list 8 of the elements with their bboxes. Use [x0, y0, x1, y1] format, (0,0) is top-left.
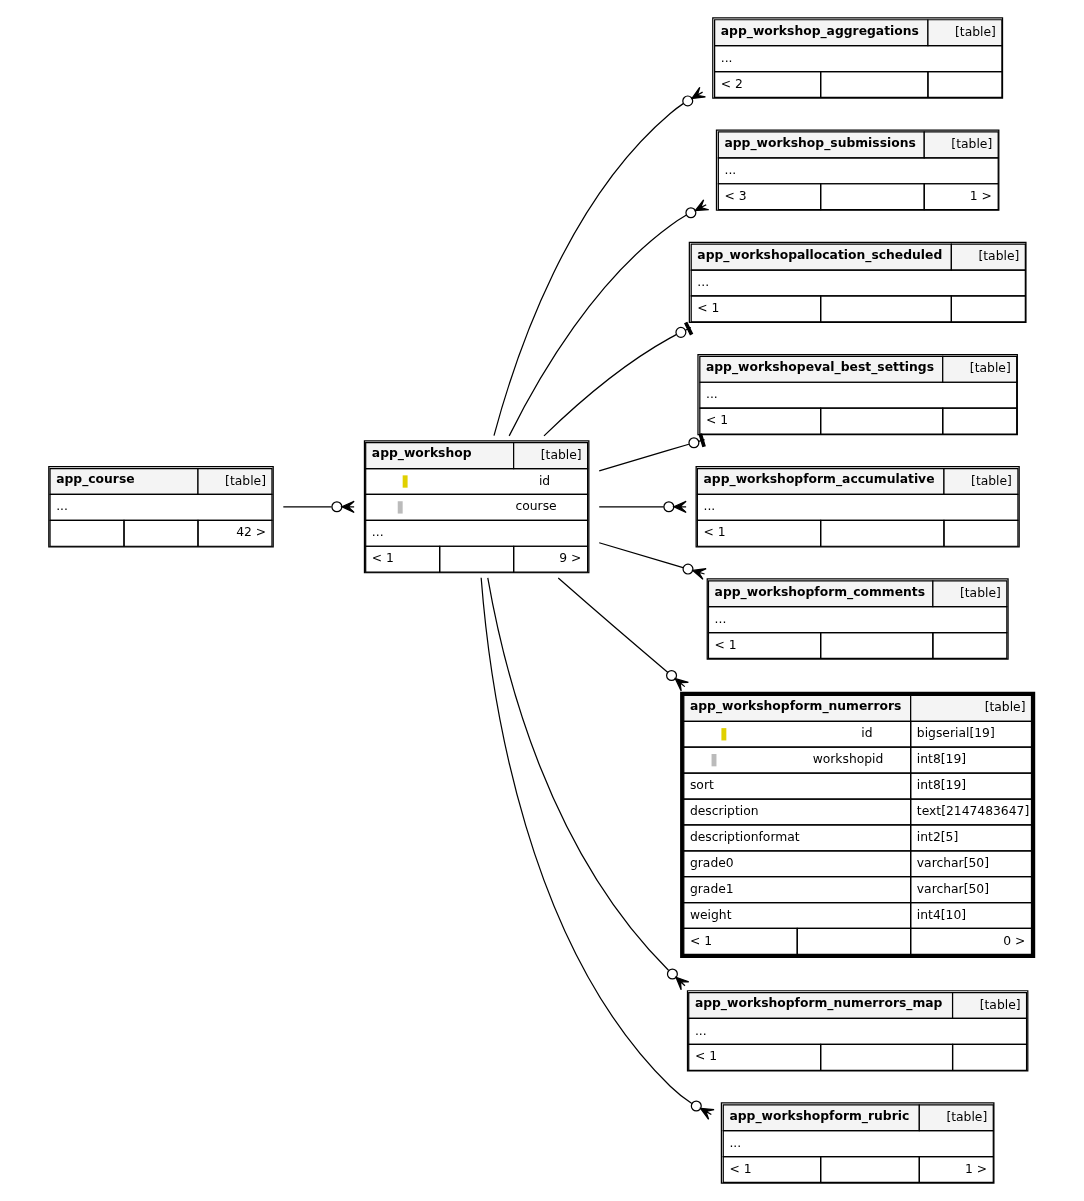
- connector: [598, 542, 707, 580]
- connector: [493, 86, 707, 437]
- connector: [487, 577, 690, 991]
- connector: [282, 500, 355, 513]
- connector: [557, 577, 689, 692]
- connector: [598, 433, 706, 472]
- connector: [508, 199, 710, 437]
- connector: [598, 500, 687, 513]
